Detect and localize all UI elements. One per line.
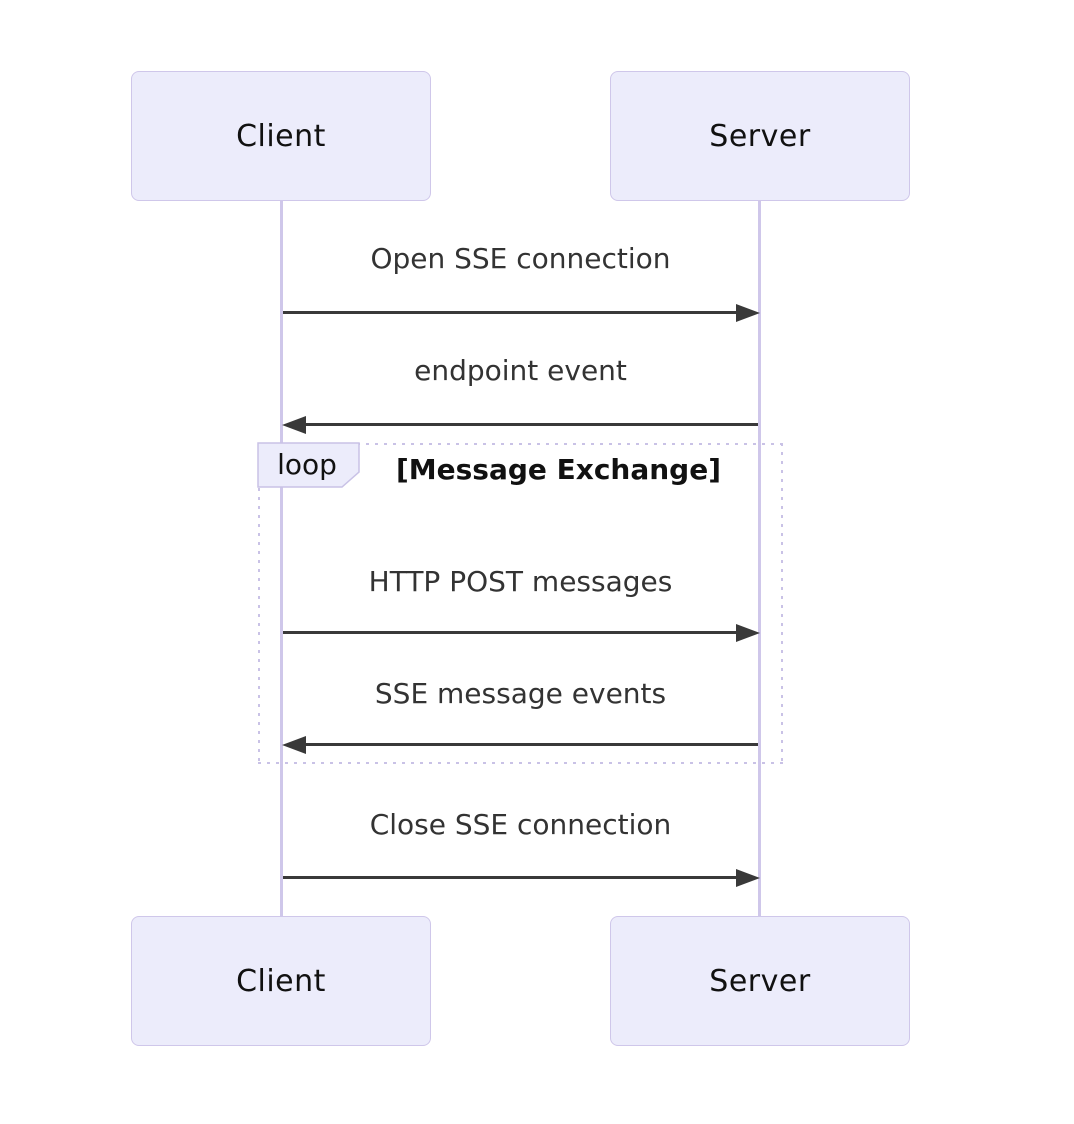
arrowhead-left-icon <box>282 416 306 434</box>
actor-label-client: Client <box>236 963 326 999</box>
message-label: endpoint event <box>414 354 627 387</box>
message-label: HTTP POST messages <box>368 565 673 598</box>
loop-label: loop <box>277 447 337 481</box>
loop-condition: [Message Exchange] <box>395 453 722 486</box>
message-label: Open SSE connection <box>370 242 671 275</box>
actor-box-client-top: Client <box>131 71 431 201</box>
message-arrow <box>306 423 758 426</box>
message-label: Close SSE connection <box>369 808 672 841</box>
arrowhead-right-icon <box>736 869 760 887</box>
message-arrow <box>283 876 738 879</box>
actor-label-server: Server <box>709 963 811 999</box>
actor-box-server-top: Server <box>610 71 910 201</box>
actor-box-server-bottom: Server <box>610 916 910 1046</box>
arrowhead-right-icon <box>736 624 760 642</box>
arrowhead-right-icon <box>736 304 760 322</box>
actor-box-client-bottom: Client <box>131 916 431 1046</box>
message-arrow <box>283 631 738 634</box>
message-arrow <box>306 743 758 746</box>
message-label: SSE message events <box>374 677 667 710</box>
loop-frame <box>258 443 783 764</box>
actor-label-client: Client <box>236 118 326 154</box>
loop-label-shape <box>257 442 360 488</box>
arrowhead-left-icon <box>282 736 306 754</box>
actor-label-server: Server <box>709 118 811 154</box>
message-arrow <box>283 311 738 314</box>
